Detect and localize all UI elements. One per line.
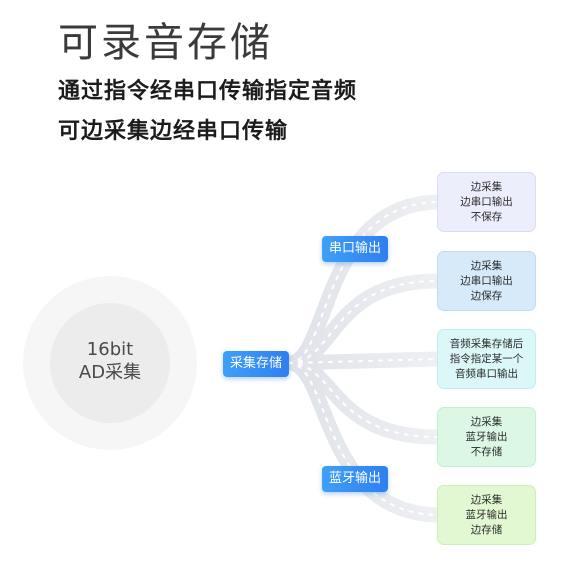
- adc-label-bits: 16bit: [86, 339, 134, 360]
- page-title: 可录音存储: [58, 20, 273, 66]
- output-line: 蓝牙输出: [465, 430, 508, 443]
- output-line: 边保存: [470, 289, 503, 302]
- flow-branch-2: [281, 273, 445, 371]
- output-line: 边串口输出: [460, 195, 513, 208]
- output-box-serial-save: 边采集 边串口输出 边保存: [437, 251, 536, 311]
- output-line: 边采集: [470, 493, 503, 506]
- output-line: 不保存: [470, 210, 503, 223]
- subtitle-serial-transfer: 通过指令经串口传输指定音频: [58, 79, 358, 104]
- output-line: 蓝牙输出: [465, 508, 508, 521]
- output-box-bt-save: 边采集 蓝牙输出 边存储: [437, 485, 536, 545]
- adc-label-capture: AD采集: [78, 362, 142, 383]
- serial-output-tag: 串口输出: [322, 236, 388, 262]
- capture-storage-tag: 采集存储: [223, 351, 289, 377]
- output-line: 边采集: [470, 415, 503, 428]
- output-line: 不存储: [470, 445, 503, 458]
- output-line: 边存储: [470, 523, 503, 536]
- bluetooth-output-tag: 蓝牙输出: [322, 466, 388, 492]
- output-box-bt-no-save: 边采集 蓝牙输出 不存储: [437, 407, 536, 467]
- output-line: 边采集: [470, 180, 503, 193]
- subtitle-live-transfer: 可边采集边经串口传输: [58, 119, 289, 144]
- output-line: 边采集: [470, 259, 503, 272]
- adc-inner-circle: [50, 303, 170, 423]
- output-box-serial-no-save: 边采集 边串口输出 不保存: [437, 172, 536, 232]
- output-line: 指令指定某一个: [449, 352, 524, 365]
- output-line: 音频串口输出: [455, 367, 518, 380]
- output-line: 边串口输出: [460, 274, 513, 287]
- output-line: 音频采集存储后: [449, 337, 524, 350]
- output-box-stored-serial: 音频采集存储后 指令指定某一个 音频串口输出: [437, 329, 536, 389]
- adc-label: 16bit AD采集: [50, 338, 170, 384]
